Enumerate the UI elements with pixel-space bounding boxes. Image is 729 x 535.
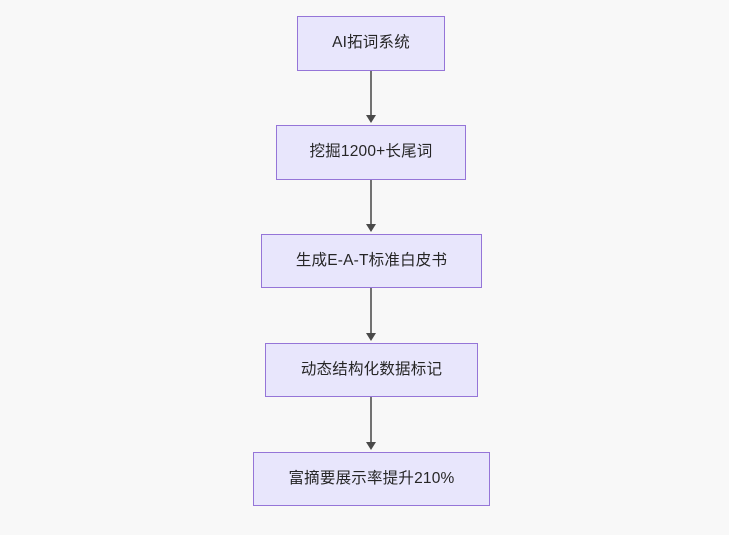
connector-line-3 [370,288,372,335]
flowchart-node-label: 动态结构化数据标记 [300,360,443,378]
flowchart-node-structured-data-markup[interactable]: 动态结构化数据标记 [265,343,478,397]
flowchart-node-longtail-keywords[interactable]: 挖掘1200+长尾词 [276,125,466,180]
connector-arrowhead-2 [365,224,376,232]
flowchart-node-eat-whitepaper[interactable]: 生成E-A-T标准白皮书 [261,234,482,288]
connector-arrowhead-3 [365,333,376,341]
flowchart-node-label: 生成E-A-T标准白皮书 [295,251,448,269]
flowchart-node-rich-snippet-result[interactable]: 富摘要展示率提升210% [253,452,490,506]
connector-line-4 [370,397,372,444]
connector-arrowhead-1 [365,115,376,123]
connector-line-2 [370,180,372,226]
connector-line-1 [370,71,372,117]
connector-arrowhead-4 [365,442,376,450]
flowchart-node-label: 富摘要展示率提升210% [288,469,455,487]
flowchart-node-ai-keyword-system[interactable]: AI拓词系统 [297,16,445,71]
flowchart-node-label: 挖掘1200+长尾词 [309,143,433,161]
flowchart-node-label: AI拓词系统 [332,34,410,52]
